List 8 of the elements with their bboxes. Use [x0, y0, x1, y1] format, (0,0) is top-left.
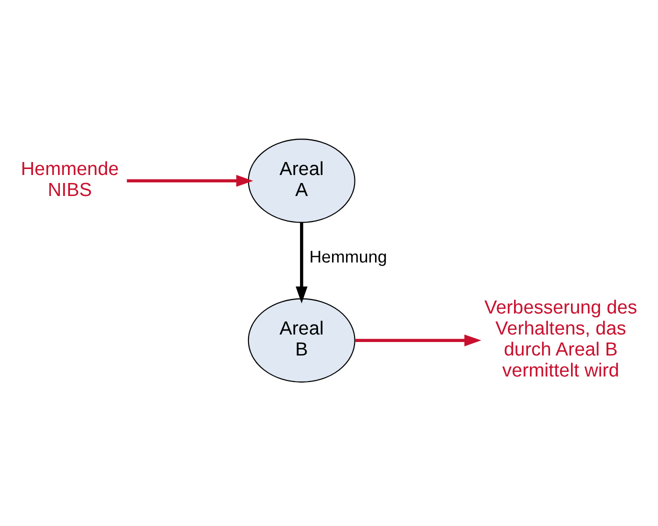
arrow: [126, 174, 254, 187]
node-ellipse: Areal A: [248, 138, 356, 223]
arrow: [355, 334, 482, 346]
edge-label: Hemmung: [309, 247, 388, 266]
arrow: [296, 222, 308, 304]
node-text: Hemmende NIBS: [20, 158, 119, 201]
node-ellipse: Areal B: [248, 298, 356, 383]
node-text: Verbesserung des Verhaltens, das durch Areal B vermittelt wird: [484, 297, 638, 382]
